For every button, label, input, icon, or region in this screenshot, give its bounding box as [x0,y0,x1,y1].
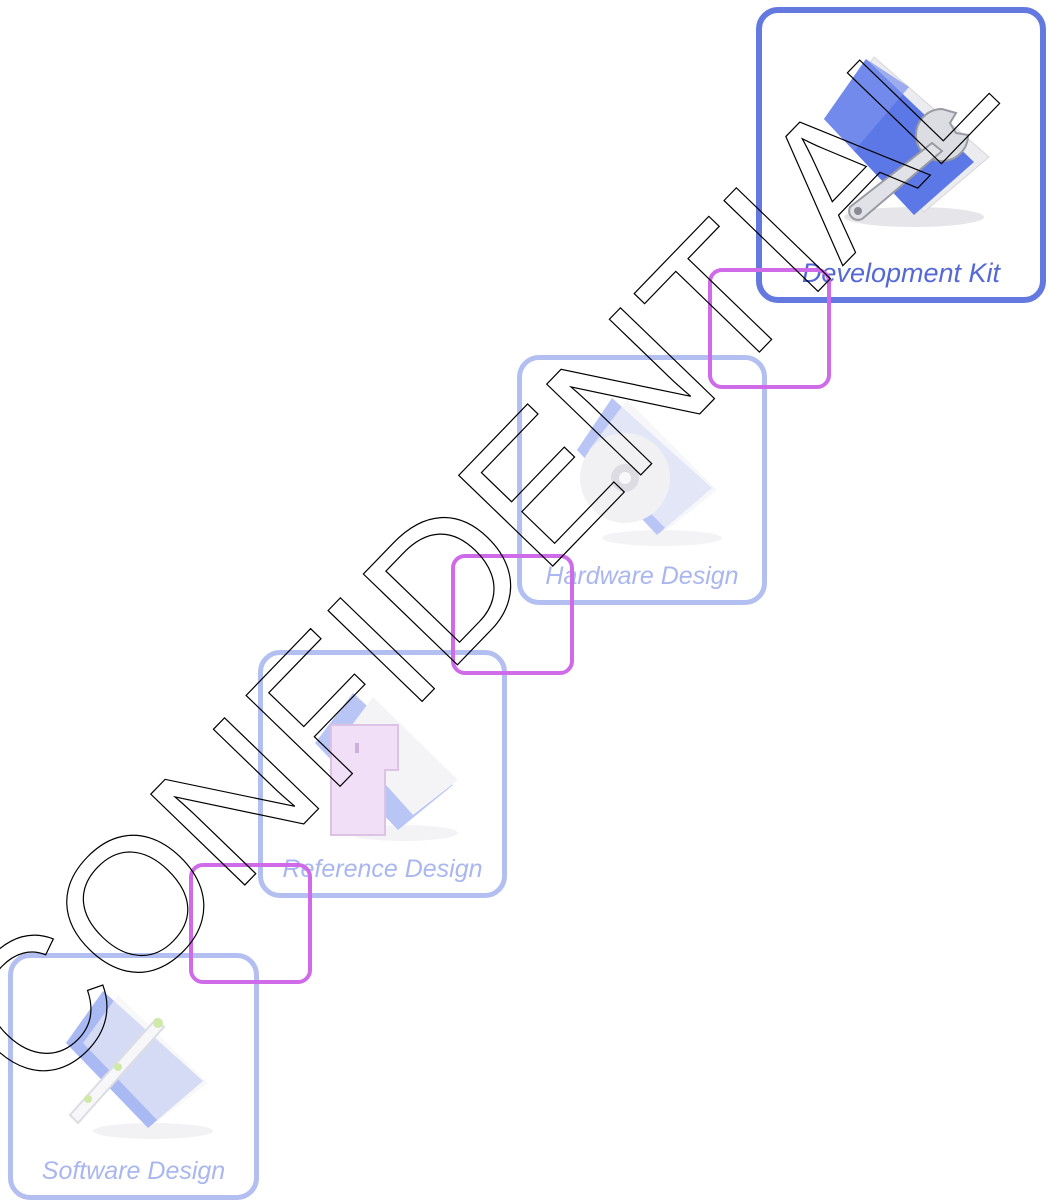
tile-label: Hardware Design [545,562,739,590]
disc-folder-icon [577,398,722,546]
tile-label: Development Kit [801,258,1001,288]
tile-label: Software Design [41,1157,226,1185]
pen-folder-icon [66,991,213,1139]
connector-hardware-devkit [708,268,831,389]
tile-development-kit[interactable]: Development Kit [756,7,1046,303]
connector-reference-hardware [451,554,574,675]
tile-reference-design[interactable]: Reference Design [258,650,507,898]
tile-software-design[interactable]: Software Design [8,953,259,1200]
document-folder-icon [315,693,458,841]
tile-label: Reference Design [282,855,483,883]
wrench-folder-icon [824,56,990,227]
tile-hardware-design[interactable]: Hardware Design [517,355,767,605]
connector-software-reference [189,863,312,984]
